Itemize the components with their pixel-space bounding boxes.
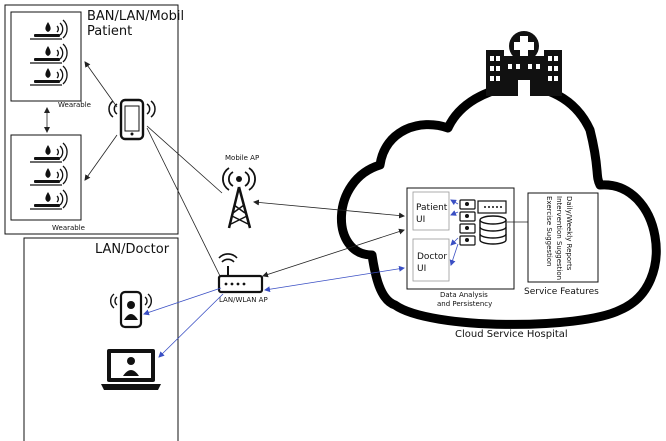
phone-to-mobile-ap-link	[146, 125, 223, 194]
smartphone-wifi-icon	[108, 98, 156, 141]
service-feature-item-2: Intervention Suggestion	[555, 196, 563, 280]
patient-ui-line2: UI	[416, 215, 425, 225]
data-analysis-line2: and Persistency	[437, 300, 492, 308]
doctor-ui-line1: Doctor	[417, 252, 447, 262]
service-feature-item-1: Daily/Weekly Reports	[565, 196, 573, 271]
mobile-ap-label: Mobile AP	[225, 154, 259, 162]
wearable-top[interactable]: Wearable	[10, 11, 91, 109]
wearable-label-top: Wearable	[58, 101, 91, 109]
wearable-bottom[interactable]: Wearable	[10, 134, 85, 232]
wlan-ap[interactable]: LAN/WLAN AP	[217, 253, 268, 304]
patient-zone: BAN/LAN/Mobil Patient Wearable Wearable	[4, 4, 184, 235]
doctor-zone: LAN/Doctor	[23, 237, 179, 441]
doctor-zone-border	[23, 237, 179, 441]
doctor-phone-icon	[110, 290, 152, 329]
server-to-patient-ui-link	[450, 199, 459, 206]
patient-zone-border	[4, 4, 179, 235]
wlan-ap-to-doctor-phone-link	[143, 287, 222, 316]
wlan-ap-to-doctor-ui-link	[264, 265, 405, 293]
wifi-router-icon	[217, 253, 264, 294]
mobile-ap-to-patient-ui-link	[253, 199, 405, 219]
server-to-patient-ui-link-2	[450, 210, 459, 216]
wlan-ap-to-laptop-link	[158, 293, 224, 358]
wlan-ap-label: LAN/WLAN AP	[219, 296, 268, 304]
database-icon	[479, 215, 507, 245]
service-features-label: Service Features	[524, 287, 599, 297]
phone-to-wearable-top-link	[84, 61, 118, 108]
doctor-phone[interactable]	[110, 290, 152, 329]
server-icon	[459, 199, 507, 246]
doctor-ui-box[interactable]: Doctor UI	[412, 238, 450, 282]
hospital-building-icon	[486, 31, 562, 96]
server-to-doctor-ui-link-2	[449, 243, 459, 266]
patient-zone-title-line1: BAN/LAN/Mobil	[87, 9, 184, 24]
doctor-zone-title: LAN/Doctor	[95, 242, 170, 257]
antenna-tower-icon	[222, 167, 256, 229]
phone-to-wearable-bottom-link	[84, 134, 118, 181]
patient-ui-box[interactable]: Patient UI	[412, 191, 450, 231]
doctor-ui-line2: UI	[417, 264, 426, 274]
mobile-ap[interactable]: Mobile AP	[222, 154, 259, 229]
data-analysis-line1: Data Analysis	[440, 291, 488, 299]
phone-to-wlan-ap-link	[146, 127, 221, 277]
patient-ui-line1: Patient	[416, 203, 448, 213]
server-to-doctor-ui-link	[450, 237, 459, 246]
patient-phone[interactable]	[108, 98, 156, 141]
service-feature-item-3: Exercise Suggestion	[545, 196, 553, 266]
doctor-laptop[interactable]	[101, 349, 161, 390]
hospital-label: Cloud Service Hospital	[455, 329, 568, 340]
doctor-laptop-icon	[101, 349, 161, 390]
service-features-box[interactable]: Daily/Weekly Reports Intervention Sugges…	[527, 192, 599, 283]
patient-zone-title-line2: Patient	[87, 24, 132, 39]
wearable-label-bottom: Wearable	[52, 224, 85, 232]
cloud-hospital: Patient UI Doctor UI	[337, 31, 661, 340]
